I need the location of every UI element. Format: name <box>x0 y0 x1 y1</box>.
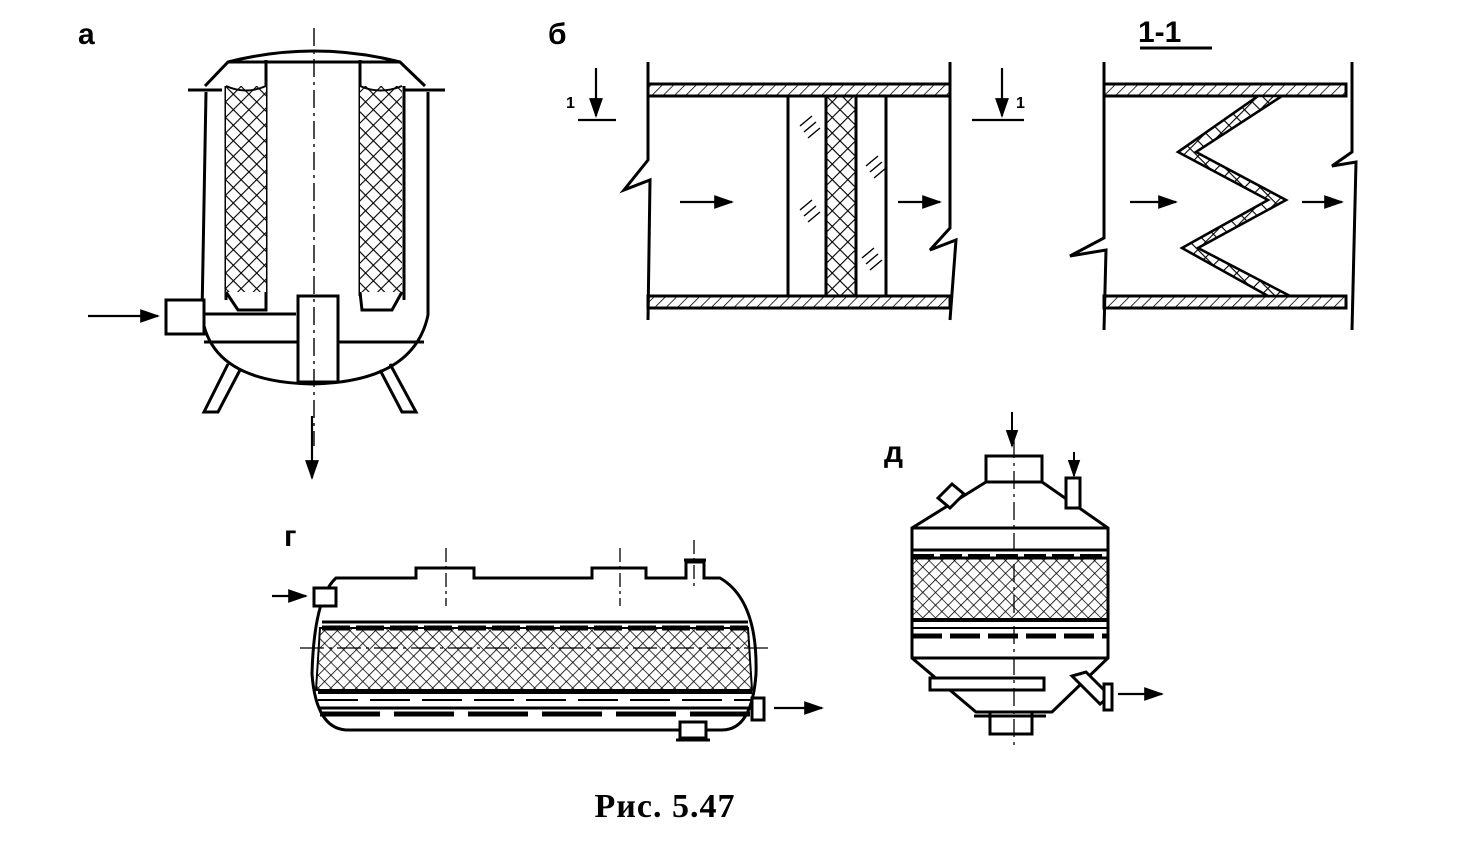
panel-d-conical-filter <box>910 412 1164 748</box>
panel-section-1-1 <box>1069 46 1358 331</box>
label-b: б <box>548 18 567 51</box>
panel-a-vertical-filter <box>88 28 445 480</box>
label-d: д <box>884 436 903 469</box>
figure-caption: Рис. 5.47 <box>594 788 736 825</box>
label-section-right: 1 <box>1016 95 1025 112</box>
label-section: 1-1 <box>1138 16 1181 49</box>
label-section-left: 1 <box>566 95 575 112</box>
panel-b-duct-filter <box>578 62 1024 321</box>
label-g: г <box>284 520 297 553</box>
panel-g-horizontal-filter <box>272 540 824 742</box>
label-a: а <box>78 18 95 51</box>
